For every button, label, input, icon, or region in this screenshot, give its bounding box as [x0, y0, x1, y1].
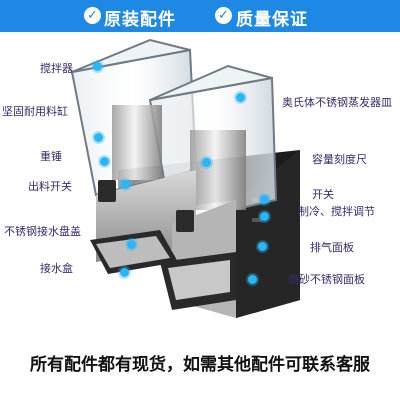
check-icon: ✓ [84, 7, 101, 24]
label-drip-box: 接水盒 [40, 262, 73, 275]
label-evaporator: 奥氏体不锈钢蒸发器皿 [282, 96, 392, 109]
marker-dot [260, 195, 269, 204]
top-banner: ✓ 原装配件 ✓ 质量保证 [0, 0, 400, 32]
check-icon: ✓ [215, 7, 232, 24]
marker-dot [248, 275, 257, 284]
label-side-panel: 磨砂不锈钢面板 [288, 273, 365, 286]
right-drip-cover [168, 260, 230, 300]
label-drip-cover: 不锈钢接水盘盖 [4, 225, 81, 238]
marker-dot [258, 242, 267, 251]
marker-dot [120, 268, 129, 277]
label-cool-stir: 制冷、搅拌调节 [298, 205, 375, 218]
marker-dot [100, 157, 109, 166]
label-tank: 坚固耐用料缸 [2, 105, 68, 118]
left-evaporator [112, 105, 162, 180]
marker-dot [93, 62, 102, 71]
marker-dot [121, 180, 130, 189]
label-weight: 重锤 [40, 150, 62, 163]
marker-dot [260, 212, 269, 221]
right-evaporator [190, 130, 246, 210]
marker-dot [127, 240, 136, 249]
switch-slot [252, 218, 262, 222]
right-tap [176, 210, 194, 232]
banner-quality-guarantee: 质量保证 [236, 10, 308, 30]
right-tank-lid [149, 64, 273, 101]
marker-dot [202, 158, 211, 167]
marker-dot [94, 133, 103, 142]
left-tap [98, 180, 116, 202]
juice-dispenser-illustration [70, 38, 300, 318]
label-tap-switch: 出料开关 [28, 180, 72, 193]
marker-dot [236, 93, 245, 102]
left-drip-cover [96, 236, 170, 268]
label-vent: 排气面板 [310, 241, 354, 254]
bottom-caption: 所有配件都有现货，如需其他配件可联系客服 [30, 355, 370, 375]
label-stirrer: 搅拌器 [40, 62, 73, 75]
label-switch: 开关 [312, 188, 334, 201]
label-scale: 容量刻度尺 [312, 153, 367, 166]
banner-original-parts: 原装配件 [104, 10, 176, 30]
